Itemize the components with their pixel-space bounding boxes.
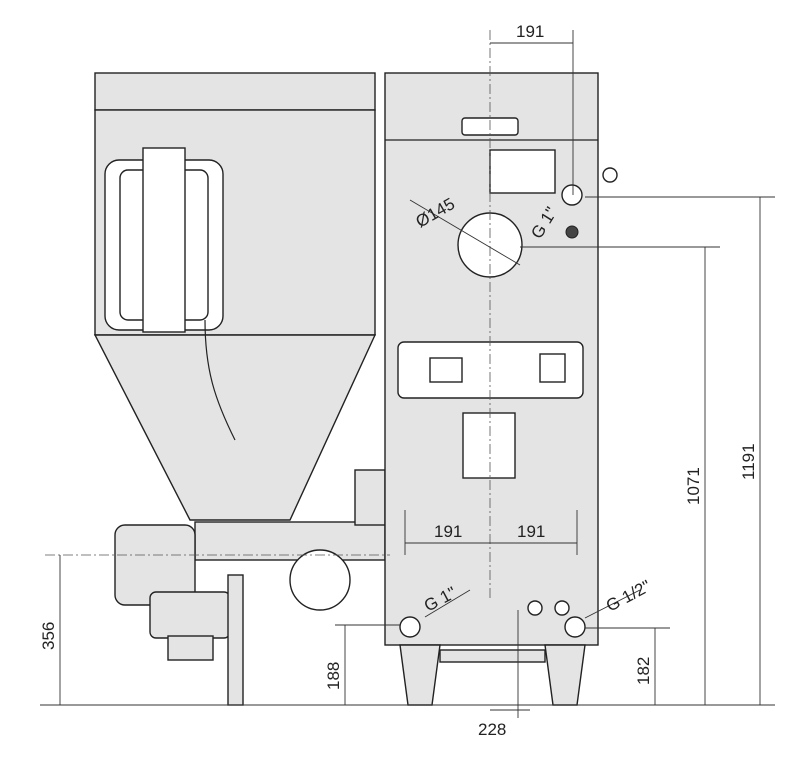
dimension-lines (40, 30, 775, 718)
dim-right-offset: 191 (517, 522, 545, 541)
dim-bottom-offset: 228 (478, 720, 506, 739)
boiler-body (384, 72, 618, 706)
dim-left-offset: 191 (434, 522, 462, 541)
dim-top-offset: 191 (516, 22, 544, 41)
dim-drain-connection: G 1/2" (603, 576, 654, 615)
dim-return-height: 188 (324, 662, 343, 690)
hopper-tank (104, 147, 236, 441)
dim-drain-height: 182 (634, 657, 653, 685)
dim-flue-height: 1071 (684, 467, 703, 505)
control-panel (397, 341, 584, 399)
electrical-box (462, 412, 516, 479)
burner-unit (114, 469, 386, 706)
dim-burner-height: 356 (39, 622, 58, 650)
dim-total-height: 1191 (739, 443, 758, 480)
